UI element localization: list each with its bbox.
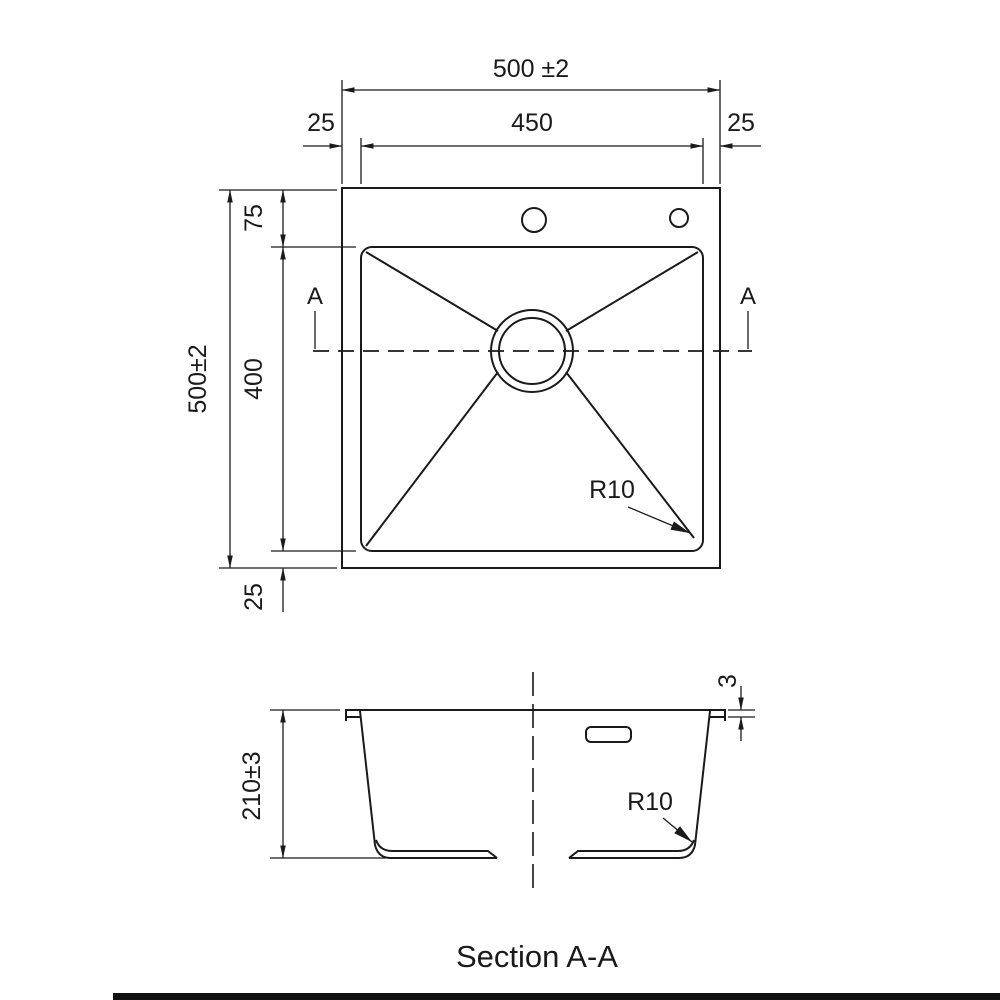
faucet-hole bbox=[521, 207, 547, 233]
radius-leader-arrow-section bbox=[662, 817, 693, 843]
bowl-bottom-right-inner bbox=[568, 839, 695, 859]
top-view-dimension-text: 500 ±2 25 450 25 500±2 75 400 25 A A R10 bbox=[184, 55, 756, 611]
top-view-geometry bbox=[313, 187, 752, 569]
bowl-outline bbox=[360, 246, 704, 552]
dim-top-margin: 75 bbox=[240, 204, 268, 232]
dim-rim-thickness: 3 bbox=[714, 674, 742, 688]
bowl-wall-right-outer bbox=[569, 710, 711, 859]
corner-radius-label-section: R10 bbox=[627, 788, 673, 816]
dispenser-hole bbox=[669, 208, 689, 228]
bottom-border-bar bbox=[113, 993, 1000, 1000]
corner-radius-label: R10 bbox=[589, 476, 635, 504]
bowl-diagonal-bottom-right bbox=[565, 371, 695, 539]
section-caption: Section A-A bbox=[456, 939, 618, 974]
section-label-left: A bbox=[307, 283, 323, 310]
bowl-diagonal-top-left bbox=[365, 251, 499, 332]
bowl-diagonal-top-right bbox=[565, 251, 699, 332]
section-view-dimension-lines bbox=[270, 686, 755, 859]
section-label-right: A bbox=[740, 283, 756, 310]
bowl-wall-left-outer bbox=[359, 710, 497, 859]
section-view: 3 210±3 R10 Section A-A bbox=[238, 672, 755, 974]
section-view-dimension-text: 3 210±3 R10 bbox=[238, 674, 742, 821]
bowl-bottom-left-inner bbox=[375, 839, 498, 859]
dim-overall-height: 500±2 bbox=[184, 344, 212, 413]
dim-overall-width: 500 ±2 bbox=[493, 55, 569, 83]
dim-inner-width: 450 bbox=[511, 109, 553, 137]
section-view-geometry bbox=[345, 672, 726, 893]
dim-bottom-margin: 25 bbox=[240, 583, 268, 611]
bowl-diagonal-bottom-left bbox=[365, 371, 499, 547]
dim-left-margin: 25 bbox=[307, 109, 335, 137]
drain-inner-circle bbox=[498, 317, 566, 385]
top-view: 500 ±2 25 450 25 500±2 75 400 25 A A R10 bbox=[184, 55, 761, 612]
top-view-dimension-lines bbox=[219, 80, 761, 612]
overflow-hole bbox=[585, 726, 632, 743]
sink-outer-outline bbox=[341, 187, 721, 569]
dim-depth: 210±3 bbox=[238, 751, 266, 820]
dim-bowl-length: 400 bbox=[240, 358, 268, 400]
radius-leader-arrow bbox=[627, 506, 691, 534]
dim-right-margin: 25 bbox=[727, 109, 755, 137]
